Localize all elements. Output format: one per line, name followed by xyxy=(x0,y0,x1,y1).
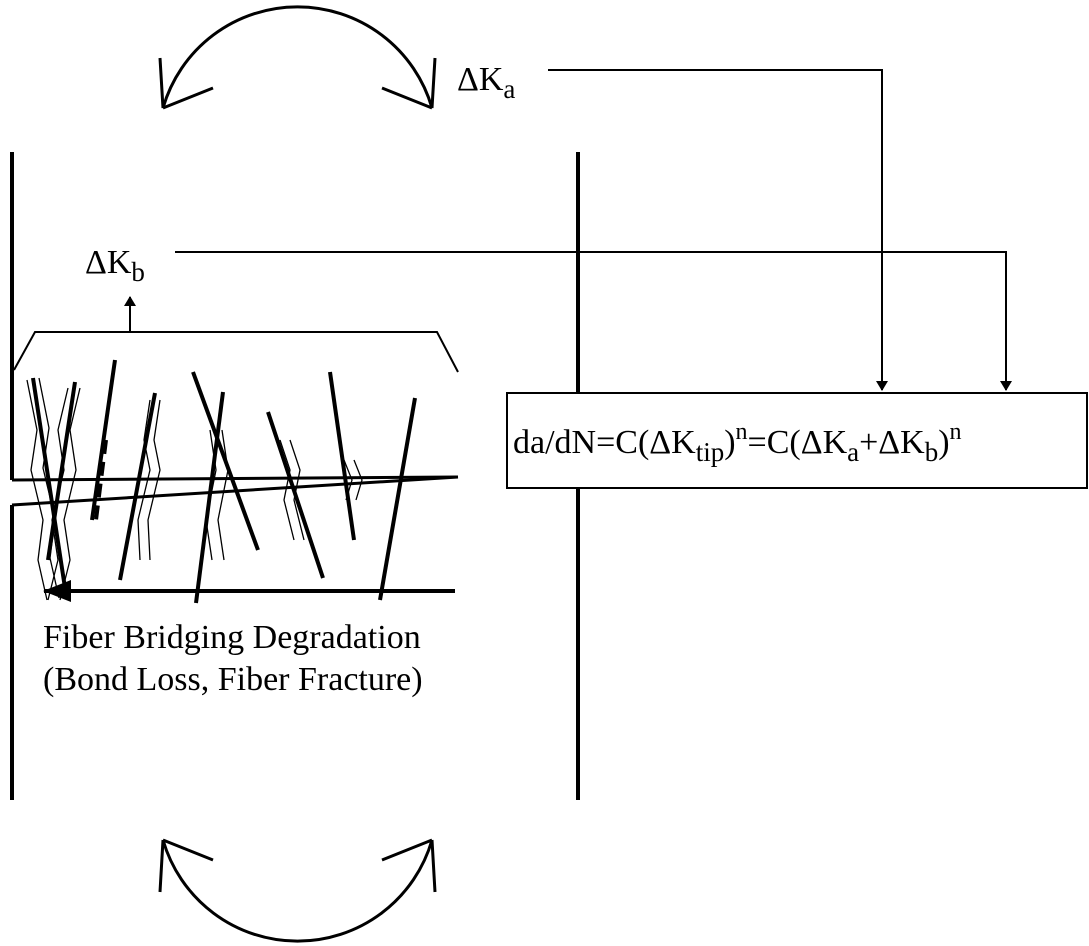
bridging-fibers xyxy=(31,359,417,604)
delta-kb-connector xyxy=(175,251,1012,391)
bridging-zone-bracket xyxy=(13,331,459,373)
caption-line-2: (Bond Loss, Fiber Fracture) xyxy=(43,661,423,698)
fractured-fibers xyxy=(94,439,108,521)
top-moment-arrow xyxy=(158,5,437,110)
delta-kb-label: ΔKb xyxy=(85,244,145,287)
debonded-fiber-sheaths xyxy=(26,377,363,601)
equation-box xyxy=(506,392,1088,489)
crack-growth-equation: da/dN=C(ΔKtip)n=C(ΔKa+ΔKb)n xyxy=(513,419,962,467)
bottom-moment-arrow xyxy=(158,838,437,943)
delta-ka-connector xyxy=(548,69,888,391)
delta-ka-label: ΔKa xyxy=(457,61,515,104)
caption-line-1: Fiber Bridging Degradation xyxy=(43,619,421,656)
